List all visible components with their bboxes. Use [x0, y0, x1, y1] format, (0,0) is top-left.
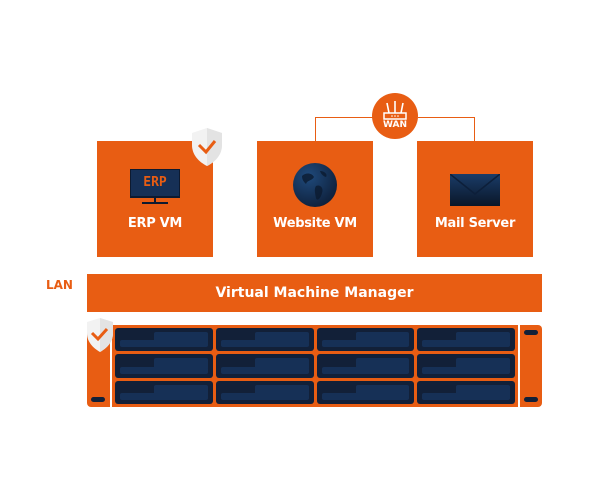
drive-bay-face	[321, 340, 410, 348]
drive-bay-face	[254, 384, 309, 395]
lan-label: LAN	[46, 278, 73, 292]
vm-label: ERP VM	[127, 216, 183, 231]
server-handle	[91, 397, 105, 402]
virtual-machine-manager-bar[interactable]: Virtual Machine Manager	[87, 274, 542, 312]
vm-label: Website VM	[273, 216, 357, 231]
drive-bay-face	[154, 384, 208, 395]
drive-bay-face	[120, 366, 208, 374]
drive-bay-face	[220, 366, 309, 374]
vm-card-mail[interactable]: Mail Server	[417, 141, 533, 257]
drive-bay	[417, 328, 515, 352]
drive-bay-face	[154, 332, 208, 342]
drive-bay-face	[254, 358, 309, 369]
drive-bay-face	[154, 358, 208, 369]
server-handle	[524, 330, 538, 335]
drive-bay	[115, 380, 213, 404]
drive-bay-face	[355, 332, 410, 342]
server-right-ear	[520, 325, 542, 407]
vm-label: Mail Server	[434, 216, 516, 231]
drive-bay-face	[321, 392, 410, 400]
wan-line-left-horizontal	[315, 117, 375, 118]
monitor-text: ERP	[143, 175, 167, 190]
wan-line-right-vertical	[474, 117, 475, 141]
globe-icon	[293, 163, 337, 207]
drive-bay-face	[120, 392, 208, 400]
drive-bay-face	[456, 384, 510, 395]
drive-bay	[316, 328, 415, 352]
drive-bay-face	[220, 340, 309, 348]
drive-bay	[215, 328, 314, 352]
drive-bay-face	[422, 340, 510, 348]
drive-bay-face	[355, 384, 410, 395]
drive-bay-face	[220, 392, 309, 400]
drive-bay-face	[456, 332, 510, 342]
vm-card-erp[interactable]: ERP ERP VM	[97, 141, 213, 257]
drive-bay-face	[355, 358, 410, 369]
wan-badge: WAN	[372, 93, 418, 139]
drive-bay	[215, 354, 314, 378]
nas-server-icon	[87, 322, 542, 407]
wan-line-right-horizontal	[418, 117, 475, 118]
drive-bay-face	[422, 366, 510, 374]
drive-bay-face	[321, 366, 410, 374]
server-drive-frame	[112, 325, 518, 407]
shield-check-icon	[87, 318, 113, 352]
router-icon	[383, 101, 407, 120]
envelope-icon	[450, 174, 500, 206]
drive-bay	[316, 354, 415, 378]
drive-bay-face	[456, 358, 510, 369]
drive-bay	[115, 328, 213, 352]
server-handle	[524, 397, 538, 402]
drive-bay	[215, 380, 314, 404]
drive-bay-face	[422, 392, 510, 400]
shield-check-icon	[192, 128, 222, 166]
drive-bay	[316, 380, 415, 404]
wan-label: WAN	[382, 120, 408, 130]
drive-bay-face	[254, 332, 309, 342]
drive-bay	[115, 354, 213, 378]
drive-bay-face	[120, 340, 208, 348]
monitor-icon	[130, 169, 180, 204]
drive-bay	[417, 354, 515, 378]
drive-bay	[417, 380, 515, 404]
vm-card-website[interactable]: Website VM	[257, 141, 373, 257]
wan-line-left-vertical	[315, 117, 316, 141]
